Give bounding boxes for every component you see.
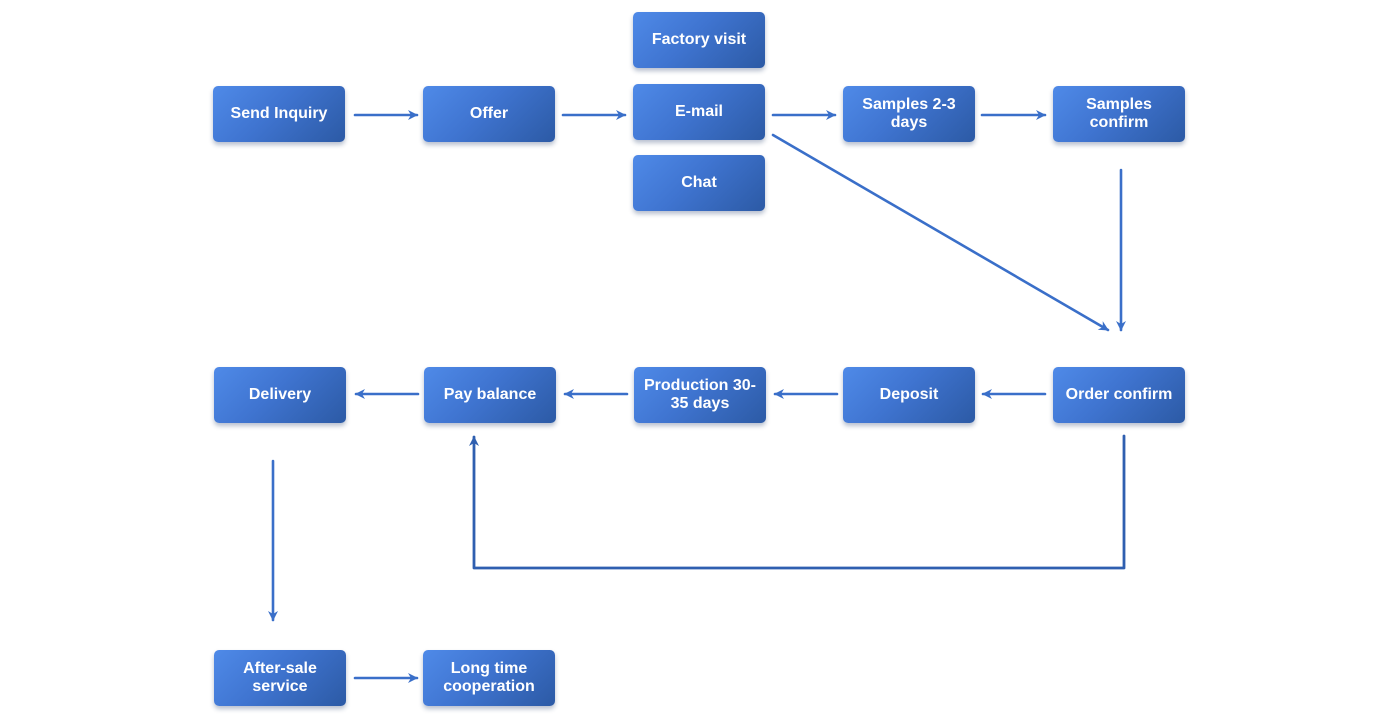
node-samples-days: Samples 2-3 days	[843, 86, 975, 142]
node-factory-visit: Factory visit	[633, 12, 765, 68]
node-email-label: E-mail	[674, 103, 723, 120]
node-after-sale: After-sale service	[214, 650, 346, 706]
node-offer: Offer	[423, 86, 555, 142]
node-send-inquiry: Send Inquiry	[213, 86, 345, 142]
arrow-email-to-order-confirm	[771, 133, 1110, 332]
node-delivery-label: Delivery	[248, 386, 312, 403]
node-samples-confirm: Samples confirm	[1053, 86, 1185, 142]
node-production: Production 30-35 days	[634, 367, 766, 423]
node-pay-balance-label: Pay balance	[443, 386, 537, 403]
node-long-time-label: Long time cooperation	[443, 660, 535, 695]
node-samples-confirm-label: Samples confirm	[1086, 96, 1152, 131]
node-order-confirm-label: Order confirm	[1065, 386, 1173, 403]
node-chat-label: Chat	[681, 174, 717, 191]
arrow-order-confirm-to-pay-balance	[469, 434, 1126, 570]
node-deposit-label: Deposit	[879, 386, 939, 403]
node-samples-days-label: Samples 2-3 days	[862, 96, 956, 131]
node-send-inquiry-label: Send Inquiry	[230, 105, 328, 122]
node-production-label: Production 30-35 days	[644, 377, 757, 412]
node-pay-balance: Pay balance	[424, 367, 556, 423]
node-offer-label: Offer	[469, 105, 509, 122]
node-after-sale-label: After-sale service	[243, 660, 317, 695]
node-long-time: Long time cooperation	[423, 650, 555, 706]
node-order-confirm: Order confirm	[1053, 367, 1185, 423]
node-chat: Chat	[633, 155, 765, 211]
node-factory-visit-label: Factory visit	[651, 31, 747, 48]
node-email: E-mail	[633, 84, 765, 140]
node-delivery: Delivery	[214, 367, 346, 423]
node-deposit: Deposit	[843, 367, 975, 423]
